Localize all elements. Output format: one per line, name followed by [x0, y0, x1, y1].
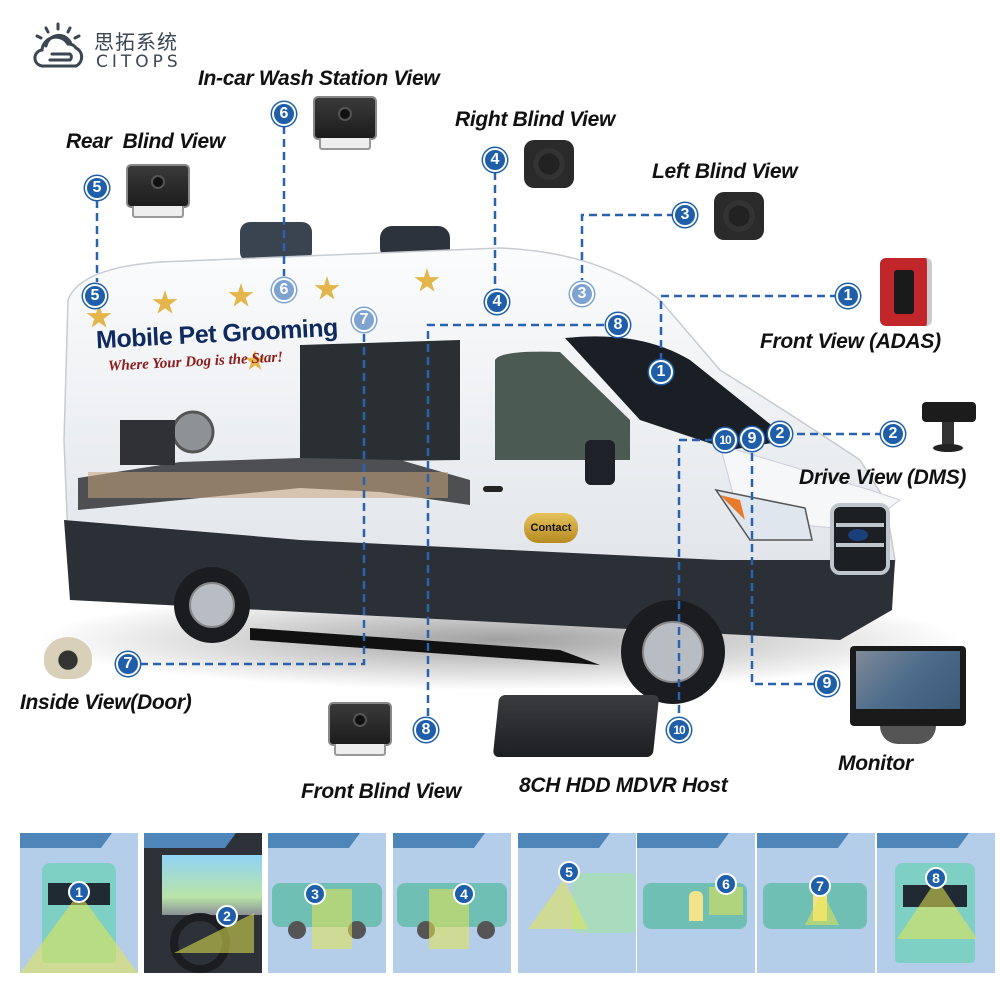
- label-front-view-adas: Front View (ADAS): [760, 330, 941, 353]
- thumbnail-rear: 5: [518, 833, 636, 973]
- callout-badge-9-van: 9: [740, 427, 764, 451]
- front-blind-camera-icon: [328, 702, 392, 756]
- thumbnail-badge: 8: [925, 867, 947, 889]
- inside-door-camera-icon: [44, 637, 92, 679]
- thumbnail-badge: 2: [216, 905, 238, 927]
- callout-badge-5-van: 5: [83, 284, 107, 308]
- brand-name-cn: 思拓系统: [94, 30, 178, 54]
- label-left-blind-view: Left Blind View: [652, 160, 798, 183]
- dms-camera-mount: [942, 422, 954, 446]
- callout-badge-8-van: 8: [606, 313, 630, 337]
- thumbnail-badge: 7: [809, 875, 831, 897]
- callout-badge-3: 3: [673, 203, 697, 227]
- thumbnail-badge: 3: [304, 883, 326, 905]
- thumbnail-badge: 5: [558, 861, 580, 883]
- label-front-blind-view: Front Blind View: [301, 780, 462, 803]
- left-blind-camera-icon: [714, 192, 764, 240]
- callout-badge-2-van: 2: [768, 422, 792, 446]
- callout-badge-1-van: 1: [649, 360, 673, 384]
- label-monitor: Monitor: [838, 752, 913, 775]
- rear-blind-camera-icon: [126, 164, 190, 218]
- thumbnail-door-inside: 7: [757, 833, 875, 973]
- label-rear-blind-view: Rear Blind View: [66, 130, 225, 153]
- thumbnail-badge: 1: [68, 881, 90, 903]
- callout-badge-8: 8: [414, 718, 438, 742]
- thumbnail-driver-cabin: 2: [144, 833, 262, 973]
- label-in-car-wash-station-view: In-car Wash Station View: [198, 67, 440, 90]
- callout-badge-6-van: 6: [272, 278, 296, 302]
- thumbnail-badge: 6: [715, 873, 737, 895]
- mdvr-host-icon: [492, 695, 660, 757]
- label-inside-view-door: Inside View(Door): [20, 691, 192, 714]
- thumbnail-right-side: 4: [393, 833, 511, 973]
- right-blind-camera-icon: [524, 140, 574, 188]
- thumbnail-front-view: 1: [20, 833, 138, 973]
- callout-badge-3-van: 3: [570, 282, 594, 306]
- callout-badge-7: 7: [116, 652, 140, 676]
- callout-badge-10-van: 10: [713, 428, 737, 452]
- callout-badge-9: 9: [815, 672, 839, 696]
- brand-name-en: CITOPS: [96, 52, 182, 72]
- dms-camera-base: [933, 444, 963, 452]
- callout-badge-10: 10: [667, 718, 691, 742]
- label-mdvr-host: 8CH HDD MDVR Host: [519, 774, 728, 797]
- callout-badge-1: 1: [836, 284, 860, 308]
- callout-badge-4-van: 4: [485, 290, 509, 314]
- callout-badge-5: 5: [85, 176, 109, 200]
- wash-station-camera-icon: [313, 96, 377, 150]
- thumbnail-front-blind: 8: [877, 833, 995, 973]
- callout-badge-6: 6: [272, 102, 296, 126]
- callout-badge-7-van: 7: [352, 308, 376, 332]
- thumbnail-left-side: 3: [268, 833, 386, 973]
- monitor-stand: [880, 726, 936, 744]
- citops-logo: 思拓系统 CITOPS: [28, 22, 198, 74]
- callout-badge-2: 2: [881, 422, 905, 446]
- callout-badge-4: 4: [483, 148, 507, 172]
- contact-bone-decal: Contact: [524, 513, 578, 543]
- monitor-icon: [850, 646, 966, 726]
- thumbnail-wash-station: 6: [637, 833, 755, 973]
- label-drive-view-dms: Drive View (DMS): [799, 466, 967, 489]
- label-right-blind-view: Right Blind View: [455, 108, 616, 131]
- adas-camera-icon: [880, 258, 932, 326]
- cloud-sun-icon: [33, 22, 84, 68]
- thumbnail-badge: 4: [453, 883, 475, 905]
- dms-camera-icon: [922, 402, 976, 422]
